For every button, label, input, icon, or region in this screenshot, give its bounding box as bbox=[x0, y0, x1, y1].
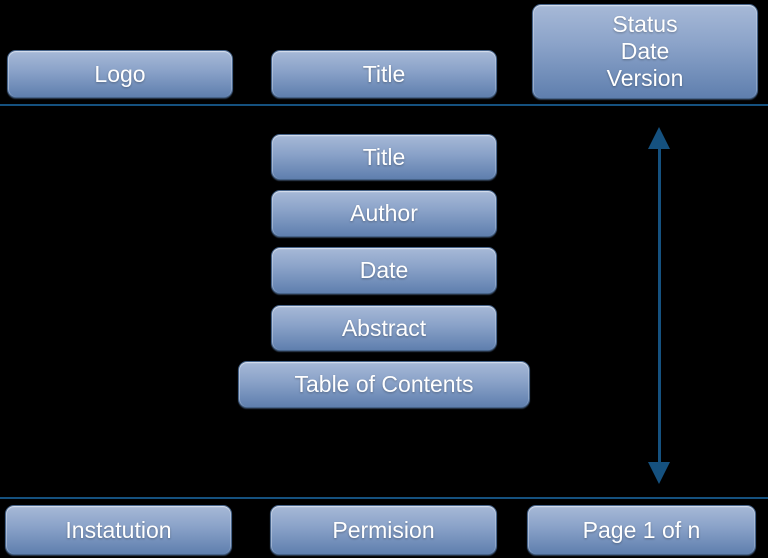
institution-box: Instatution bbox=[5, 505, 232, 555]
body-title-box: Title bbox=[271, 134, 497, 180]
version-line: Version bbox=[606, 65, 684, 91]
status-line: Status bbox=[612, 11, 678, 37]
author-box: Author bbox=[271, 190, 497, 237]
arrow-head-up-icon bbox=[648, 127, 670, 149]
permission-box: Permision bbox=[270, 505, 497, 555]
date-box: Date bbox=[271, 247, 497, 294]
header-separator-line bbox=[0, 104, 768, 106]
header-title-box: Title bbox=[271, 50, 497, 98]
abstract-box: Abstract bbox=[271, 305, 497, 351]
logo-box: Logo bbox=[7, 50, 233, 98]
page-number-box: Page 1 of n bbox=[527, 505, 756, 555]
table-of-contents-box: Table of Contents bbox=[238, 361, 530, 408]
footer-separator-line bbox=[0, 497, 768, 499]
arrow-head-down-icon bbox=[648, 462, 670, 484]
arrow-shaft bbox=[658, 148, 661, 463]
status-date-version-box: Status Date Version bbox=[532, 4, 758, 99]
date-line: Date bbox=[620, 38, 670, 64]
